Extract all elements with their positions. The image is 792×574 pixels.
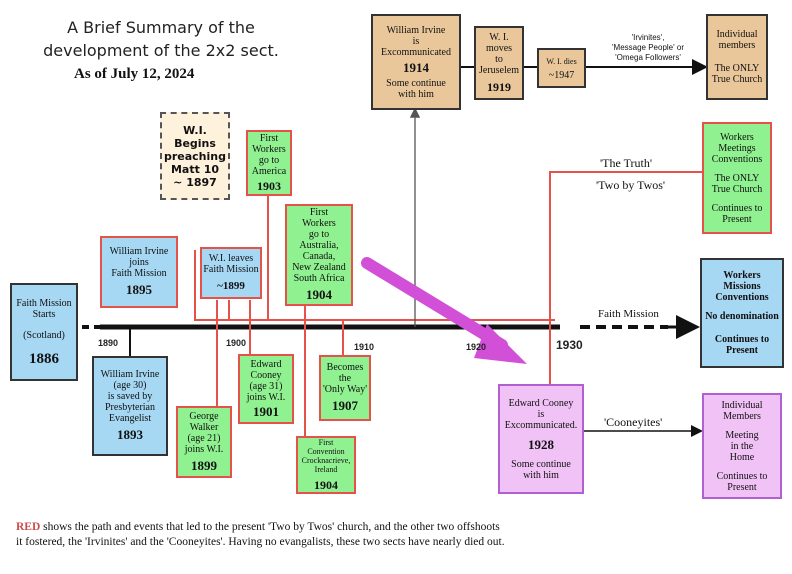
label-irvinites: 'Irvinites', 'Message People' or 'Omega … [612, 33, 684, 62]
box-wi-moves-jeruselem: W. I. moves to Jeruselem 1919 [474, 26, 524, 100]
box-edward-cooney-joins: Edward Cooney (age 31) joins W.I. 1901 [238, 354, 294, 424]
footer-red-word: RED [16, 521, 41, 533]
label-two-by-twos: 'Two by Twos' [596, 178, 666, 192]
label-the-truth: 'The Truth' [600, 156, 653, 170]
tick-1910: 1910 [354, 342, 375, 352]
pink-arrow-shaft [361, 257, 508, 351]
box-irvinite-members: Individual members The ONLY True Church [706, 14, 768, 100]
tick-1900: 1900 [226, 338, 247, 348]
footer-line-1: shows the path and events that led to th… [40, 521, 500, 533]
box-workers-america: First Workers go to America 1903 [246, 130, 292, 196]
box-faith-mission-starts: Faith Mission Starts (Scotland) 1886 [10, 283, 78, 381]
box-workers-australia: First Workers go to Australia, Canada, N… [285, 204, 353, 306]
box-only-way: Becomes the 'Only Way' 1907 [319, 355, 371, 421]
box-cooneyite-members: Individual Members Meeting in the Home C… [702, 393, 782, 499]
tick-1920: 1920 [466, 342, 487, 352]
box-irvine-excommunicated: William Irvine is Excommunicated 1914 So… [371, 14, 461, 110]
box-faith-mission-present: Workers Missions Conventions No denomina… [700, 258, 784, 368]
box-wi-leaves-faith-mission: W.I. leaves Faith Mission ~1899 [200, 247, 262, 299]
footer-line-2: it fostered, the 'Irvinites' and the 'Co… [16, 536, 505, 548]
title-line-2: development of the 2x2 sect. [43, 41, 279, 60]
label-faith-mission: Faith Mission [598, 308, 659, 320]
box-wi-dies: W. I. dies ~1947 [537, 48, 586, 88]
page-title: A Brief Summary of the development of th… [36, 16, 286, 62]
box-irvine-joins-faith-mission: William Irvine joins Faith Mission 1895 [100, 236, 178, 308]
footer-note: RED shows the path and events that led t… [16, 520, 716, 550]
as-of-date: As of July 12, 2024 [74, 66, 195, 82]
box-george-walker: George Walker (age 21) joins W.I. 1899 [176, 406, 232, 478]
box-wi-begins-preaching: W.I. Begins preaching Matt 10 ~ 1897 [160, 112, 230, 200]
label-cooneyites: 'Cooneyites' [604, 415, 663, 429]
tick-1890: 1890 [98, 338, 119, 348]
box-cooney-excommunicated: Edward Cooney is Excommunicated. 1928 So… [498, 384, 584, 494]
box-two-by-twos-church: Workers Meetings Conventions The ONLY Tr… [702, 122, 772, 234]
red-path [194, 171, 702, 436]
title-line-1: A Brief Summary of the [67, 18, 255, 37]
pink-arrow-head [474, 324, 527, 364]
box-irvine-saved: William Irvine (age 30) is saved by Pres… [92, 356, 168, 456]
tick-1930: 1930 [556, 338, 583, 352]
box-first-convention: First Convention Crocknacrieve, Ireland … [296, 436, 356, 494]
